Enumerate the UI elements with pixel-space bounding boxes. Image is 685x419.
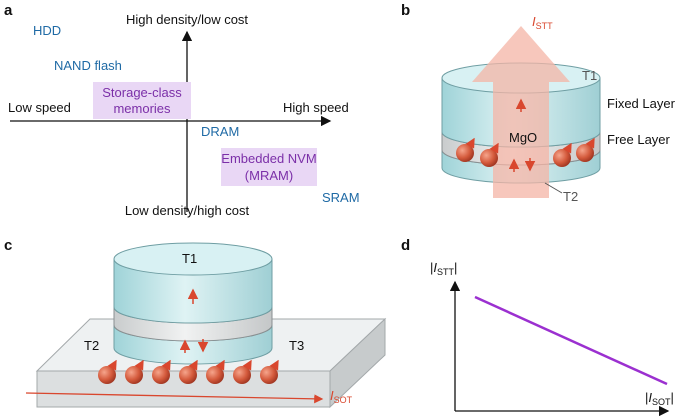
panel-d-label: d [401, 237, 410, 254]
tradeoff-line [474, 295, 668, 386]
stt-current-label: ISTT [532, 14, 553, 31]
slab-side [329, 317, 386, 409]
panel-c-label: c [4, 237, 12, 254]
spin-arrow [161, 359, 171, 371]
t2-c-label: T2 [84, 338, 99, 353]
fixed-layer-label: Fixed Layer [607, 96, 676, 111]
embedded-nvm-label-line2: (MRAM) [245, 168, 293, 183]
t2-leader-line [544, 182, 563, 194]
electron-sphere [179, 366, 197, 384]
electron-sphere [553, 149, 571, 167]
panel-c: c T1 T2 T3 [4, 237, 387, 409]
panel-a: a High density/low cost Low density/high… [4, 2, 360, 218]
electron-sphere [206, 366, 224, 384]
mgo-label: MgO [509, 130, 537, 145]
storage-class-label-line2: memories [113, 101, 171, 116]
sot-current-label: ISOT [330, 388, 353, 405]
electron-sphere [480, 149, 498, 167]
spin-arrow [269, 359, 279, 371]
t2-label: T2 [563, 189, 578, 204]
t1-c-label: T1 [182, 251, 197, 266]
panel-a-label: a [4, 2, 13, 19]
electron-spheres [456, 137, 595, 167]
electron-sphere [260, 366, 278, 384]
panel-b: b ISTT T1 T2 Fixed Layer Free Layer MgO [401, 2, 676, 204]
axis-top-label: High density/low cost [126, 12, 248, 27]
electron-sphere [576, 144, 594, 162]
storage-class-label-line1: Storage-class [102, 85, 182, 100]
d-y-axis-label: |ISTT| [430, 260, 457, 277]
spin-arrow [134, 359, 144, 371]
d-x-axis-label: |ISOT| [645, 390, 674, 407]
spin-arrow [242, 359, 252, 371]
t3-c-label: T3 [289, 338, 304, 353]
fixed-layer-c-top [113, 242, 273, 276]
free-layer-label: Free Layer [607, 132, 671, 147]
spin-arrow [585, 137, 595, 149]
panel-d: d |ISTT| |ISOT| [401, 237, 674, 417]
panel-b-label: b [401, 2, 410, 19]
electron-sphere [125, 366, 143, 384]
spin-arrow [107, 359, 117, 371]
spin-arrow [215, 359, 225, 371]
electron-sphere [152, 366, 170, 384]
spin-arrow [562, 142, 572, 154]
electron-sphere [233, 366, 251, 384]
embedded-nvm-label-line1: Embedded NVM [221, 151, 316, 166]
hdd-label: HDD [33, 23, 61, 38]
spin-arrow [465, 137, 475, 149]
embedded-nvm-box [221, 148, 317, 186]
t1-label: T1 [582, 68, 597, 83]
nand-flash-label: NAND flash [54, 58, 122, 73]
axis-right-label: High speed [283, 100, 349, 115]
electron-spheres-c [98, 359, 279, 384]
spin-arrow [489, 142, 499, 154]
storage-class-box [93, 82, 191, 119]
sot-current-arrow [25, 392, 324, 404]
dram-label: DRAM [201, 124, 239, 139]
electron-sphere [98, 366, 116, 384]
spin-arrow [188, 359, 198, 371]
sram-label: SRAM [322, 190, 360, 205]
axis-left-label: Low speed [8, 100, 71, 115]
axis-bottom-label: Low density/high cost [125, 203, 250, 218]
electron-sphere [456, 144, 474, 162]
